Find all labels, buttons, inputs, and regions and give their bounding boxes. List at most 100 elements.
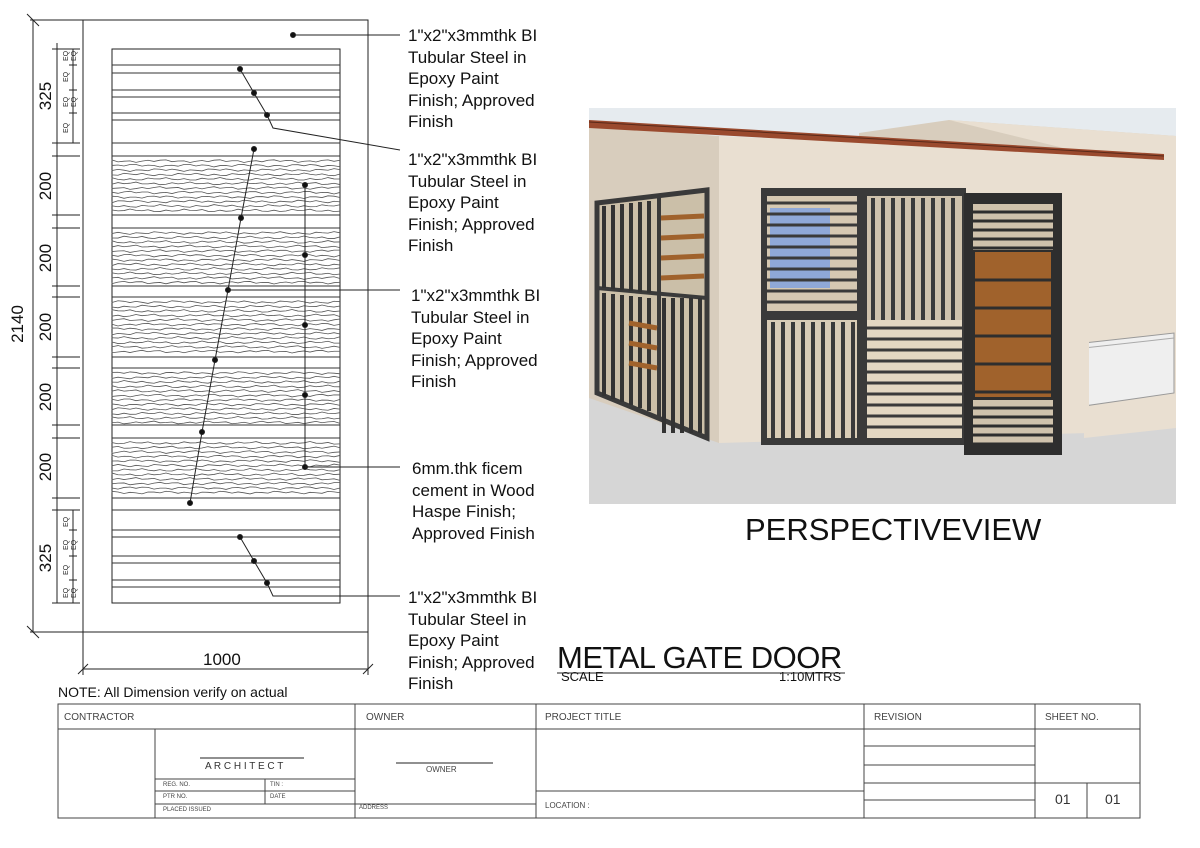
wood-grain-line [111,411,341,415]
wood-grain-line [111,190,341,195]
bottom-slats [112,497,340,588]
wood-grain-line [111,441,341,445]
wood-grain-line [111,253,341,258]
material-note-1: 1"x2"x3mmthk BI Tubular Steel in Epoxy P… [408,26,538,131]
wood-grain-line [111,300,341,304]
perspective-render [589,108,1176,504]
material-note-4: 6mm.thk ficem cement in Wood Haspe Finis… [412,459,535,543]
gate-elevation-drawing: EQ EQ EQ EQ EQ EQ EQ EQ EQ EQ EQ EQ [26,13,401,675]
wood-grain-line [111,389,341,393]
location-label: LOCATION : [545,801,590,810]
wood-panels [111,155,341,499]
wood-grain-line [111,371,341,375]
eq-label: EQ [63,122,70,133]
wood-grain-line [111,322,341,327]
side-grille-bars [602,201,702,433]
wood-grain-line [111,468,341,472]
wood-grain-line [111,318,341,322]
revision-label: REVISION [874,712,922,723]
eq-label: EQ [63,539,70,550]
material-note-5: 1"x2"x3mmthk BI Tubular Steel in Epoxy P… [408,588,538,693]
gate-outer-frame [82,19,369,633]
eq-labels: EQ EQ EQ EQ EQ EQ EQ EQ EQ EQ EQ EQ [63,50,78,598]
drawing-title: METAL GATE DOOR [557,640,842,675]
wood-grain-line [111,244,341,249]
wood-grain-line [111,340,341,344]
sheet-total: 01 [1105,791,1121,807]
date-label: DATE [270,794,286,800]
wood-grain-line [111,393,341,398]
wood-grain-line [111,235,341,240]
width-dimension-line [77,632,374,675]
eq-label: EQ [71,96,78,107]
project-title-label: PROJECT TITLE [545,712,622,723]
perspective-caption: PERSPECTIVEVIEW [745,512,1042,547]
eq-label: EQ [71,539,78,550]
wood-grain-line [111,309,341,313]
placed-issued-label: PLACED ISSUED [163,807,212,813]
eq-label: EQ [71,587,78,598]
wood-grain-line [111,327,341,331]
eq-label: EQ [63,587,70,598]
address-label: ADDRESS [359,805,389,811]
gate-door-slats [973,210,1053,446]
side-grille [594,187,710,442]
wood-grain-line [111,304,341,309]
wood-grain-line [111,481,341,486]
wood-grain-line [111,172,341,177]
wood-grain-line [111,336,341,340]
wood-grain-line [111,262,341,267]
eq-label: EQ [63,71,70,82]
wood-grain-line [111,402,341,407]
wood-grain-line [111,445,341,450]
wood-grain-line [111,331,341,336]
wood-grain-line [111,472,341,477]
wood-grain-line [111,459,341,463]
height-dimension-line [26,13,83,639]
wood-grain-line [111,267,341,271]
eq-label: EQ [63,564,70,575]
eq-label: EQ [63,96,70,107]
wood-grain-line [111,199,341,204]
wood-grain-line [111,450,341,454]
tin-label: TIN : [270,782,283,788]
front-horizontal-slats [767,201,857,304]
owner-sign-label: OWNER [426,765,457,774]
wood-grain-line [111,164,341,168]
leader-lines [187,32,401,597]
wood-grain-line [111,231,341,235]
wood-grain-line [111,195,341,199]
wood-grain-line [111,407,341,411]
wood-grain-line [111,177,341,181]
sheet-current: 01 [1055,791,1071,807]
wood-grain-line [111,181,341,186]
wood-grain-line [111,204,341,208]
eq-label: EQ [63,50,70,61]
wood-grain-line [111,349,341,354]
reg-no-label: REG. NO. [163,782,191,788]
wood-grain-line [111,454,341,459]
wood-grain-line [111,249,341,253]
wood-grain-line [111,280,341,285]
ptr-no-label: PTR NO. [163,794,188,800]
material-note-3: 1"x2"x3mmthk BI Tubular Steel in Epoxy P… [411,286,541,391]
gate-inner-frame [111,48,341,604]
wood-grain-line [111,420,341,425]
wood-grain-line [111,159,341,163]
segment-dimension-line [52,43,80,604]
wood-grain-line [111,490,341,495]
front-lower-slats [771,322,962,438]
wood-grain-line [111,240,341,244]
wood-grain-line [111,208,341,213]
wood-grain-line [111,398,341,402]
front-vertical-slats [871,198,955,326]
wood-grain-line [111,271,341,276]
wood-grain-line [111,384,341,389]
wood-grain-line [111,380,341,384]
wood-grain-line [111,477,341,481]
wood-grain-line [111,375,341,380]
contractor-label: CONTRACTOR [64,712,135,723]
eq-label: EQ [71,50,78,61]
